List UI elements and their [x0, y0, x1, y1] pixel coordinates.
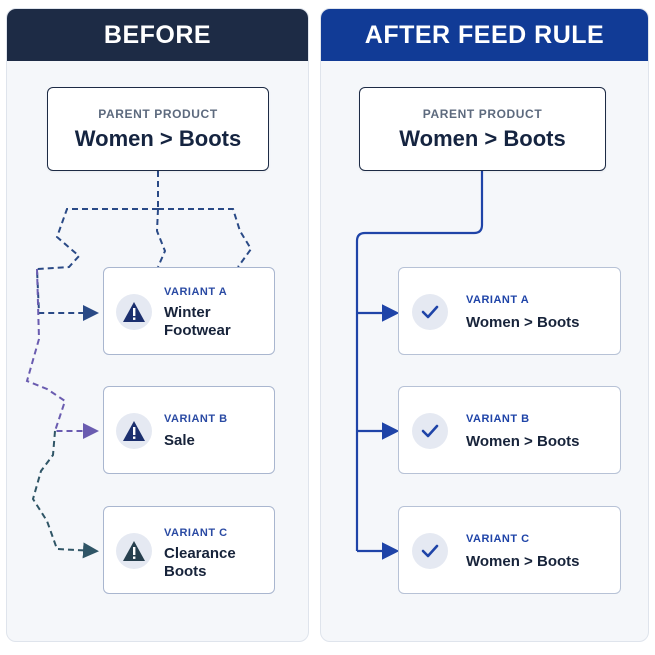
before-connector-top-a: [158, 208, 253, 268]
before-variant-b-label: VARIANT B: [164, 413, 228, 425]
before-variant-c: VARIANT C Clearance Boots: [103, 506, 275, 594]
before-panel: BEFORE PARENT PRODUCT Women > Boots VARI…: [6, 8, 309, 642]
after-variant-c: VARIANT C Women > Boots: [398, 506, 621, 594]
before-panel-title: BEFORE: [7, 9, 308, 61]
after-variant-b: VARIANT B Women > Boots: [398, 386, 621, 474]
after-parent-value: Women > Boots: [399, 126, 566, 151]
before-parent-value: Women > Boots: [74, 126, 242, 151]
before-dashed-connectors: [25, 171, 253, 559]
before-variant-b-value: Sale: [164, 432, 195, 449]
before-connector-mid-a: [155, 208, 167, 268]
before-variant-a-value: Winter Footwear: [164, 304, 231, 339]
after-variant-b-label: VARIANT B: [466, 413, 530, 425]
after-variant-a: VARIANT A Women > Boots: [398, 267, 621, 355]
warning-icon: [116, 413, 152, 449]
before-parent-label: PARENT PRODUCT: [98, 107, 218, 121]
after-panel-title: AFTER FEED RULE: [321, 9, 648, 61]
before-variant-c-value: Clearance Boots: [164, 545, 236, 580]
after-parent-label: PARENT PRODUCT: [422, 107, 543, 121]
before-variant-c-label: VARIANT C: [164, 527, 228, 539]
before-variant-a-label: VARIANT A: [164, 286, 228, 298]
before-variant-b: VARIANT B Sale: [103, 386, 275, 474]
after-variant-b-value: Women > Boots: [466, 433, 580, 450]
after-variant-a-value: Women > Boots: [466, 314, 580, 331]
after-panel: AFTER FEED RULE PARENT PRODUCT Women > B…: [320, 8, 649, 642]
after-solid-connectors: [355, 171, 484, 560]
check-icon: [412, 413, 448, 449]
check-icon: [412, 533, 448, 569]
after-parent-product-box: PARENT PRODUCT Women > Boots: [359, 87, 606, 171]
after-variant-a-label: VARIANT A: [466, 294, 530, 306]
before-connector-a: [35, 208, 158, 321]
before-connector-c: [31, 430, 99, 559]
warning-icon: [116, 294, 152, 330]
before-parent-product-box: PARENT PRODUCT Women > Boots: [47, 87, 269, 171]
after-connector-trunk: [355, 171, 484, 551]
before-connector-b: [25, 268, 99, 439]
after-variant-c-label: VARIANT C: [466, 533, 530, 545]
after-variant-c-value: Women > Boots: [466, 553, 580, 570]
before-variant-a: VARIANT A Winter Footwear: [103, 267, 275, 355]
warning-icon: [116, 533, 152, 569]
check-icon: [412, 294, 448, 330]
